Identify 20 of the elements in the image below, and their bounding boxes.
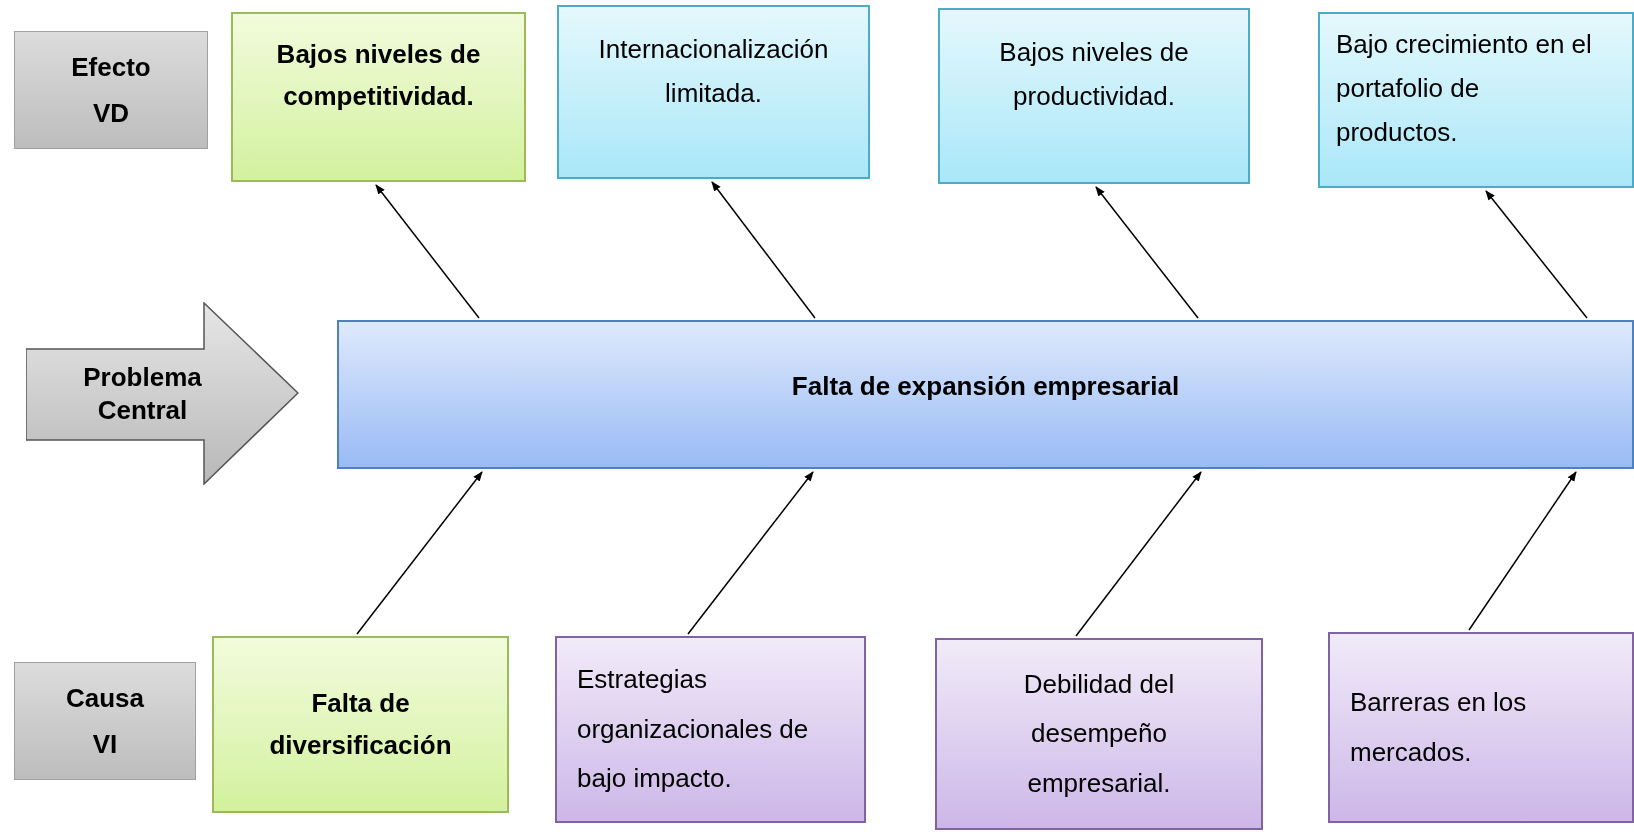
problem-box: Falta de expansión empresarial (337, 320, 1634, 469)
key-box: Falta de diversificación (212, 636, 509, 813)
arrow (1485, 190, 1588, 319)
block-arrow: Problema Central (26, 302, 299, 485)
category-label: Efecto VD (14, 31, 208, 149)
effect-box: Bajos niveles de productividad. (938, 8, 1250, 184)
arrow (711, 181, 816, 319)
effect-box: Bajo crecimiento en el portafolio de productos. (1318, 12, 1634, 188)
key-box: Bajos niveles de competitividad. (231, 12, 526, 182)
arrow (1075, 471, 1202, 637)
cause-box: Barreras en los mercados. (1328, 632, 1634, 823)
effect-box: Internacionalización limitada. (557, 5, 870, 179)
arrow (1095, 186, 1199, 319)
arrow (375, 184, 480, 319)
arrow (1468, 471, 1577, 631)
arrow (687, 471, 814, 635)
cause-box: Debilidad del desempeño empresarial. (935, 638, 1263, 830)
arrow (356, 471, 483, 635)
cause-box: Estrategias organizacionales de bajo impacto. (555, 636, 866, 823)
category-label: Causa VI (14, 662, 196, 780)
